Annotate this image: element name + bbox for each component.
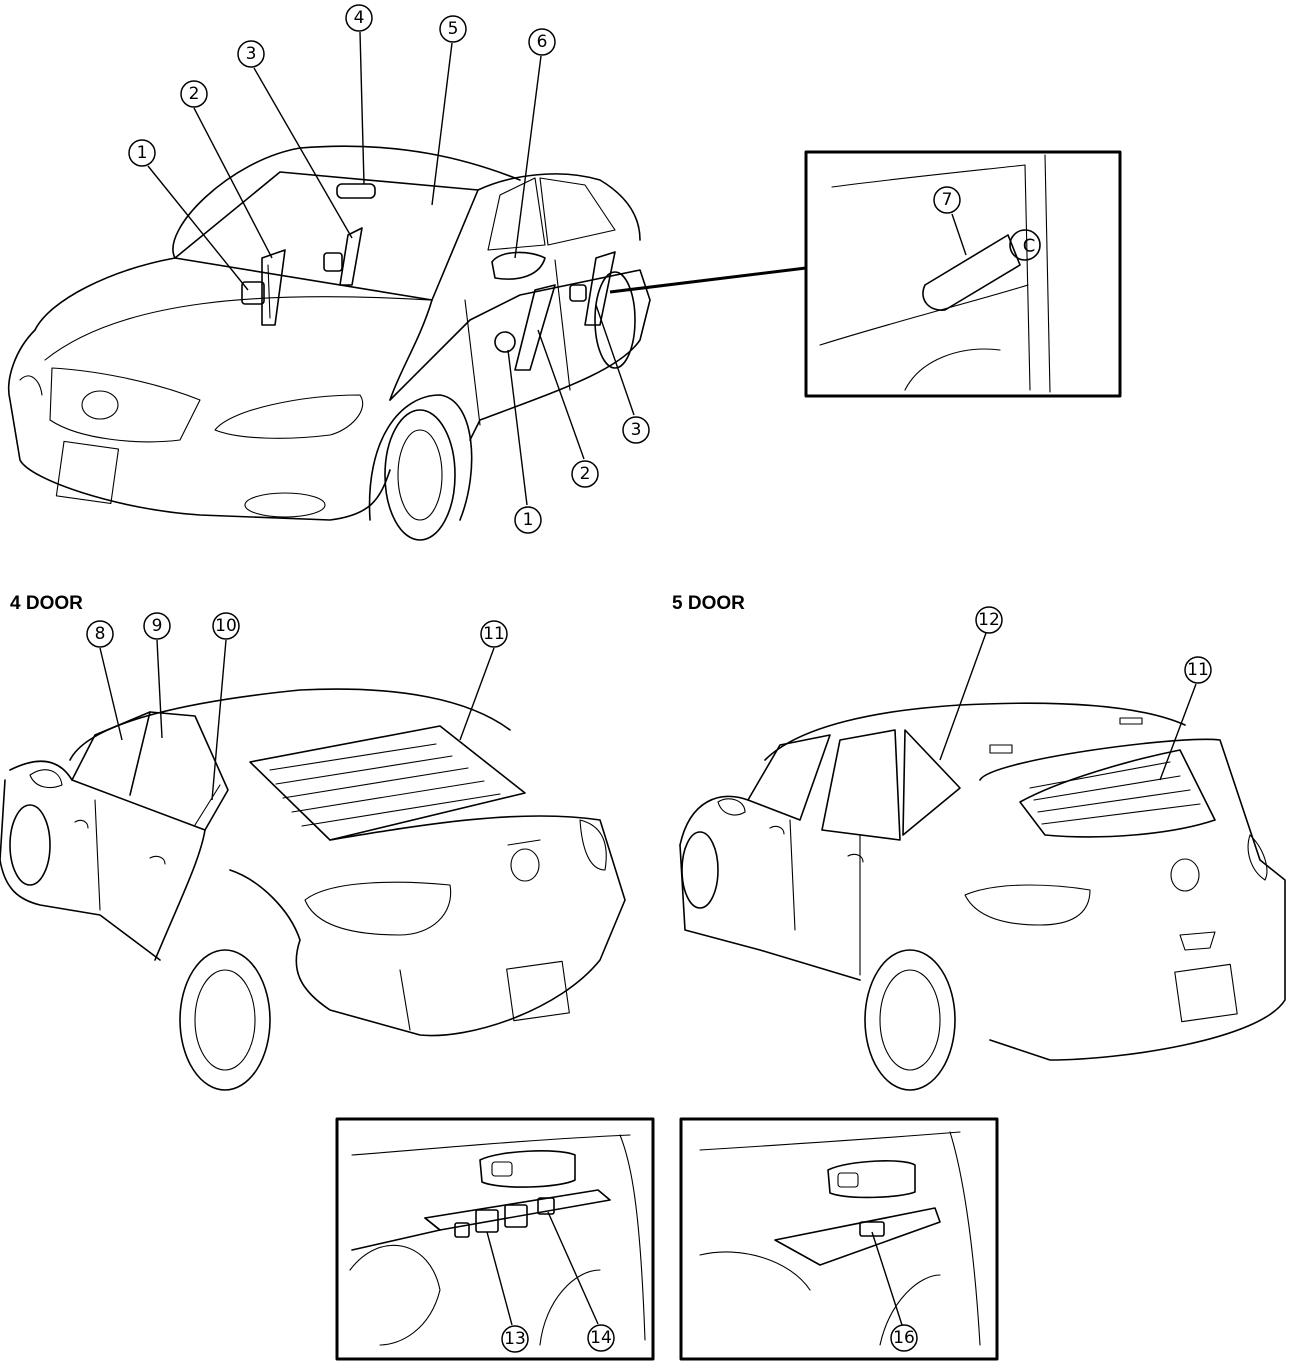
callout-9-sedan: 9 [143, 612, 171, 640]
svg-text:4: 4 [354, 8, 365, 28]
svg-text:6: 6 [537, 32, 548, 52]
front-sedan-illustration [8, 31, 807, 541]
svg-text:2: 2 [189, 84, 200, 104]
rear-window-hatch [1019, 749, 1216, 838]
fog-lamp [244, 492, 326, 518]
windshield [174, 171, 479, 301]
callout-1-front: 1 [128, 139, 156, 167]
window-crank-handle [922, 234, 1021, 311]
callout-10-sedan: 10 [212, 612, 240, 640]
quarter-glass-hatch [902, 729, 961, 836]
rear-view-mirror [336, 183, 376, 199]
callout-13-switch: 13 [501, 1325, 529, 1353]
sedan-rear-illustration [0, 639, 626, 1091]
svg-text:16: 16 [893, 1328, 915, 1348]
callout-2-door: 2 [571, 460, 599, 488]
svg-text:11: 11 [483, 624, 505, 644]
svg-text:3: 3 [631, 420, 642, 440]
four-door-heading: 4 DOOR [10, 593, 83, 614]
callout-11-hatch: 11 [1184, 656, 1212, 684]
hatch-rear-illustration [679, 632, 1286, 1091]
svg-text:14: 14 [590, 1328, 612, 1348]
callout-2-front: 2 [180, 80, 208, 108]
switch-panel-inset-4door [335, 1117, 655, 1361]
motor-left [241, 281, 265, 305]
crank-cap [1009, 229, 1041, 261]
svg-text:10: 10 [215, 616, 237, 636]
grille [49, 367, 201, 443]
motor-door-front [494, 331, 516, 353]
door-handle-left [479, 1150, 576, 1188]
svg-text:11: 11 [1187, 660, 1209, 680]
callout-1-door: 1 [514, 506, 542, 534]
svg-text:5: 5 [448, 19, 459, 39]
regulator-door-rear [584, 251, 616, 326]
callout-6-front: 6 [528, 28, 556, 56]
svg-text:8: 8 [95, 624, 106, 644]
inset-frame [804, 150, 1122, 398]
callout-12-hatch: 12 [975, 606, 1003, 634]
svg-text:12: 12 [978, 610, 1000, 630]
callout-5-front: 5 [439, 15, 467, 43]
front-plate [55, 440, 120, 505]
svg-text:3: 3 [246, 44, 257, 64]
lock-switch [537, 1197, 555, 1215]
callout-8-sedan: 8 [86, 620, 114, 648]
svg-text:13: 13 [504, 1329, 526, 1349]
switch-panel-inset-rear-door [679, 1117, 999, 1361]
svg-text:2: 2 [580, 464, 591, 484]
power-window-switch-rear [859, 1221, 885, 1237]
sedan-rear-plate [506, 960, 570, 1022]
sedan-roof [69, 688, 511, 761]
crank-inset: C [804, 150, 1122, 398]
callout-16-switch: 16 [890, 1324, 918, 1352]
regulator-door-front [514, 284, 556, 371]
callout-3-front: 3 [237, 40, 265, 68]
svg-text:7: 7 [942, 190, 953, 210]
callout-14-switch: 14 [587, 1324, 615, 1352]
headlamp-right [214, 394, 364, 439]
tail-lamp-left [304, 881, 452, 936]
side-mirror [491, 251, 546, 280]
svg-text:1: 1 [523, 510, 534, 530]
hatch-roof [764, 702, 1186, 761]
switch-inset-left-frame [335, 1117, 655, 1361]
callout-7-inset: 7 [933, 186, 961, 214]
crank-cap-letter: C [1023, 236, 1036, 257]
rear-window-sedan [249, 725, 526, 841]
regulator-left [261, 249, 286, 326]
callout-4-front: 4 [345, 4, 373, 32]
switch-inset-right-frame [679, 1117, 999, 1361]
callout-11-sedan: 11 [480, 620, 508, 648]
door-handle-right [827, 1160, 916, 1199]
hatch-tail-lamp [964, 884, 1091, 926]
five-door-heading: 5 DOOR [672, 593, 745, 614]
hatch-rear-plate [1174, 963, 1238, 1023]
svg-text:9: 9 [152, 616, 163, 636]
callout-3-door: 3 [622, 416, 650, 444]
svg-text:1: 1 [137, 143, 148, 163]
